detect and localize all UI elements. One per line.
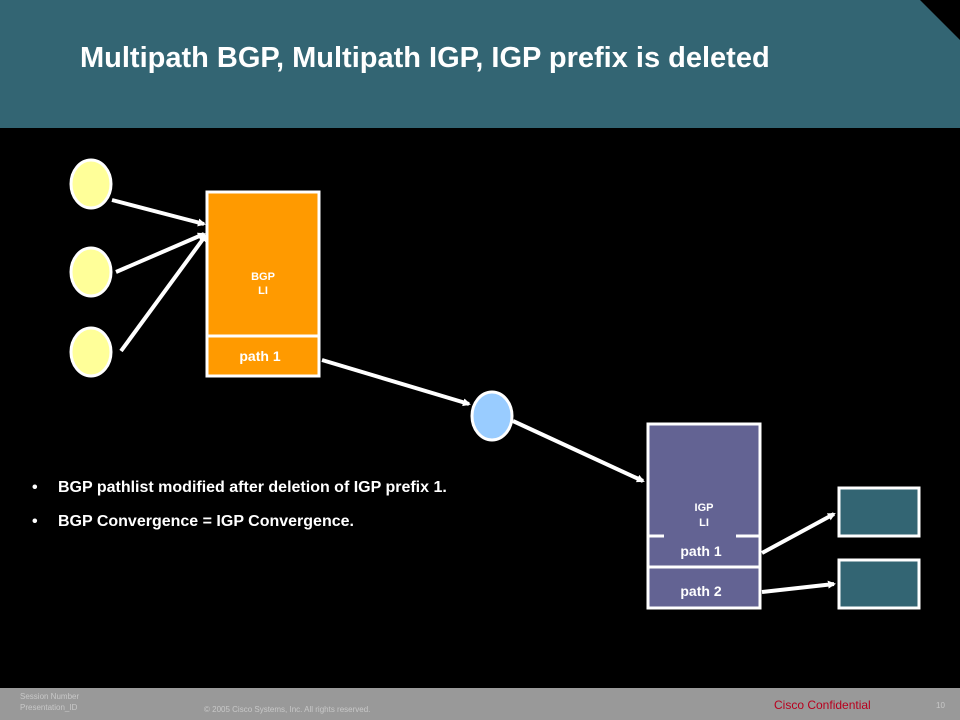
bgp-label-line1: BGP — [251, 271, 275, 283]
igp-loadinfo-box: IGP LI path 1 path 2 — [646, 422, 762, 610]
bullet-item: • BGP pathlist modified after deletion of… — [30, 478, 610, 498]
arrow-igp-path1-to-dest — [761, 512, 836, 555]
arrow-node-to-igp — [512, 419, 645, 483]
source-node-2 — [69, 246, 113, 298]
slide-title: Multipath BGP, Multipath IGP, IGP prefix… — [80, 42, 770, 74]
arrow-source-2-to-bgp — [115, 232, 206, 274]
banner-corner-notch — [920, 0, 960, 40]
arrow-source-1-to-bgp — [111, 198, 206, 227]
bullet-item: • BGP Convergence = IGP Convergence. — [30, 512, 610, 532]
bgp-path1-label: path 1 — [239, 348, 280, 364]
footer-bar: Session Number Presentation_ID © 2005 Ci… — [0, 688, 960, 720]
igp-path2-label: path 2 — [680, 583, 721, 599]
confidential-label: Cisco Confidential — [774, 698, 871, 712]
bullet-dot: • — [32, 513, 38, 530]
bullet-text: BGP Convergence = IGP Convergence. — [58, 513, 354, 530]
presentation-id: Presentation_ID — [20, 703, 78, 712]
bullet-dot: • — [32, 479, 38, 496]
bullet-text: BGP pathlist modified after deletion of … — [58, 479, 447, 496]
igp-label-line1: IGP — [695, 502, 714, 514]
arrow-source-3-to-bgp — [119, 233, 208, 353]
bullet-list: • BGP pathlist modified after deletion of… — [30, 478, 610, 546]
arrow-bgp-to-node — [321, 358, 471, 407]
page-number: 10 — [936, 701, 945, 710]
source-node-3 — [69, 326, 113, 378]
source-node-1 — [69, 158, 113, 210]
session-number: Session Number — [20, 692, 80, 701]
bgp-label-line2: LI — [258, 285, 268, 297]
igp-path1-label: path 1 — [680, 543, 721, 559]
destination-box-2 — [837, 558, 921, 610]
arrow-igp-path2-to-dest — [761, 580, 836, 594]
bgp-loadinfo-box: BGP LI path 1 — [205, 190, 321, 378]
destination-box-1 — [837, 486, 921, 538]
igp-label-line2: LI — [699, 517, 709, 529]
copyright-notice: © 2005 Cisco Systems, Inc. All rights re… — [204, 705, 371, 714]
next-hop-node — [470, 390, 514, 442]
title-banner: Multipath BGP, Multipath IGP, IGP prefix… — [0, 0, 960, 128]
